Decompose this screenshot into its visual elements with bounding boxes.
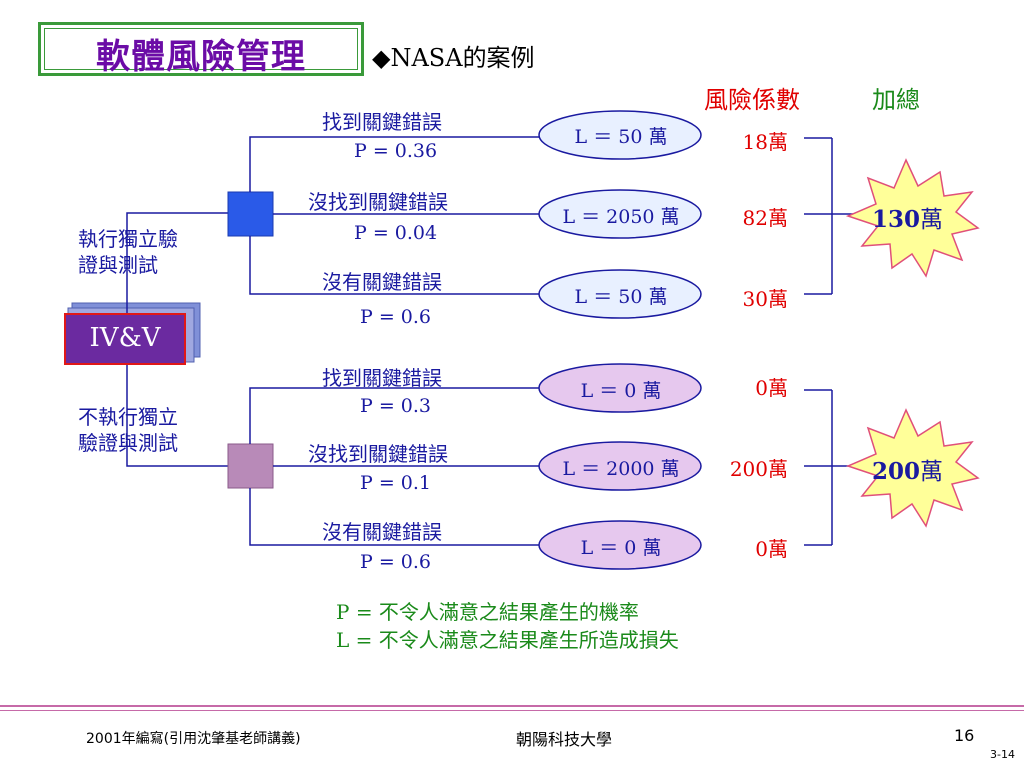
probability-label: P = 0.6 (360, 306, 431, 328)
risk-value: 18萬 (742, 130, 788, 154)
loss-value: L ＝ 0 萬 (580, 380, 662, 402)
legend-p-definition: P = 不令人滿意之結果產生的機率 (336, 600, 639, 624)
slide-subtitle: ◆NASA的案例 (372, 44, 535, 72)
outcome-label: 沒有關鍵錯誤 (322, 520, 442, 544)
footer-center-text: 朝陽科技大學 (516, 730, 613, 749)
header-total: 加總 (872, 86, 920, 114)
ivv-root-label: IV&V (89, 323, 161, 353)
probability-label: P = 0.6 (360, 551, 431, 573)
loss-ellipse-bottom-3 (538, 520, 702, 570)
probability-label: P = 0.04 (354, 222, 438, 244)
footer-page-number: 16 (954, 726, 975, 745)
risk-value: 0萬 (755, 537, 788, 561)
risk-value: 200萬 (729, 457, 788, 481)
outcome-label: 沒找到關鍵錯誤 (308, 190, 448, 214)
risk-value: 0萬 (755, 376, 788, 400)
decision-node-bottom (227, 443, 274, 489)
loss-value: L ＝ 50 萬 (574, 126, 668, 148)
branch-line-top-1 (249, 136, 540, 192)
loss-value: L ＝ 2050 萬 (562, 206, 680, 228)
decision-node-top (227, 191, 274, 237)
loss-value: L ＝ 0 萬 (580, 537, 662, 559)
legend-l-definition: L = 不令人滿意之結果產生所造成損失 (336, 628, 679, 652)
side-label-no-ivv: 不執行獨立 驗證與測試 (78, 405, 178, 455)
outcome-label: 沒找到關鍵錯誤 (308, 442, 448, 466)
loss-value: L ＝ 2000 萬 (562, 458, 680, 480)
risk-value: 82萬 (742, 206, 788, 230)
total-value-bottom: 200萬 (872, 458, 944, 485)
loss-ellipse-top-3 (538, 269, 702, 319)
connector-to-node-top (126, 212, 228, 313)
slide-title: 軟體風險管理 (96, 37, 306, 77)
branch-line-bottom-3 (249, 488, 540, 546)
loss-ellipse-top-2 (538, 189, 702, 239)
title-box: 軟體風險管理 (38, 22, 364, 77)
loss-ellipse-top-1 (538, 110, 702, 160)
branch-line-top-3 (249, 236, 540, 295)
outcome-label: 找到關鍵錯誤 (322, 366, 442, 390)
probability-label: P = 0.36 (354, 140, 438, 162)
branch-line-bottom-1 (249, 387, 540, 444)
outcome-label: 找到關鍵錯誤 (322, 110, 442, 134)
footer-rule-thin (0, 710, 1024, 711)
loss-ellipse-bottom-2 (538, 441, 702, 491)
probability-label: P = 0.3 (360, 395, 431, 417)
risk-value: 30萬 (742, 287, 788, 311)
loss-value: L ＝ 50 萬 (574, 286, 668, 308)
total-starburst-bottom (845, 408, 980, 528)
footer-sub-page: 3-14 (990, 748, 1015, 761)
probability-label: P = 0.1 (360, 472, 431, 494)
side-label-perform-ivv: 執行獨立驗 證與測試 (78, 227, 178, 277)
outcome-label: 沒有關鍵錯誤 (322, 270, 442, 294)
total-starburst-top (845, 158, 980, 278)
loss-ellipse-bottom-1 (538, 363, 702, 413)
connector-to-node-bottom (126, 364, 228, 467)
ivv-root-box: IV&V (64, 313, 186, 365)
header-risk-factor: 風險係數 (704, 86, 800, 114)
total-value-top: 130萬 (872, 206, 944, 233)
legend: P = 不令人滿意之結果產生的機率 L = 不令人滿意之結果產生所造成損失 (336, 598, 679, 654)
footer-rule (0, 705, 1024, 707)
footer-left-text: 2001年編寫(引用沈肇基老師講義) (86, 731, 301, 747)
